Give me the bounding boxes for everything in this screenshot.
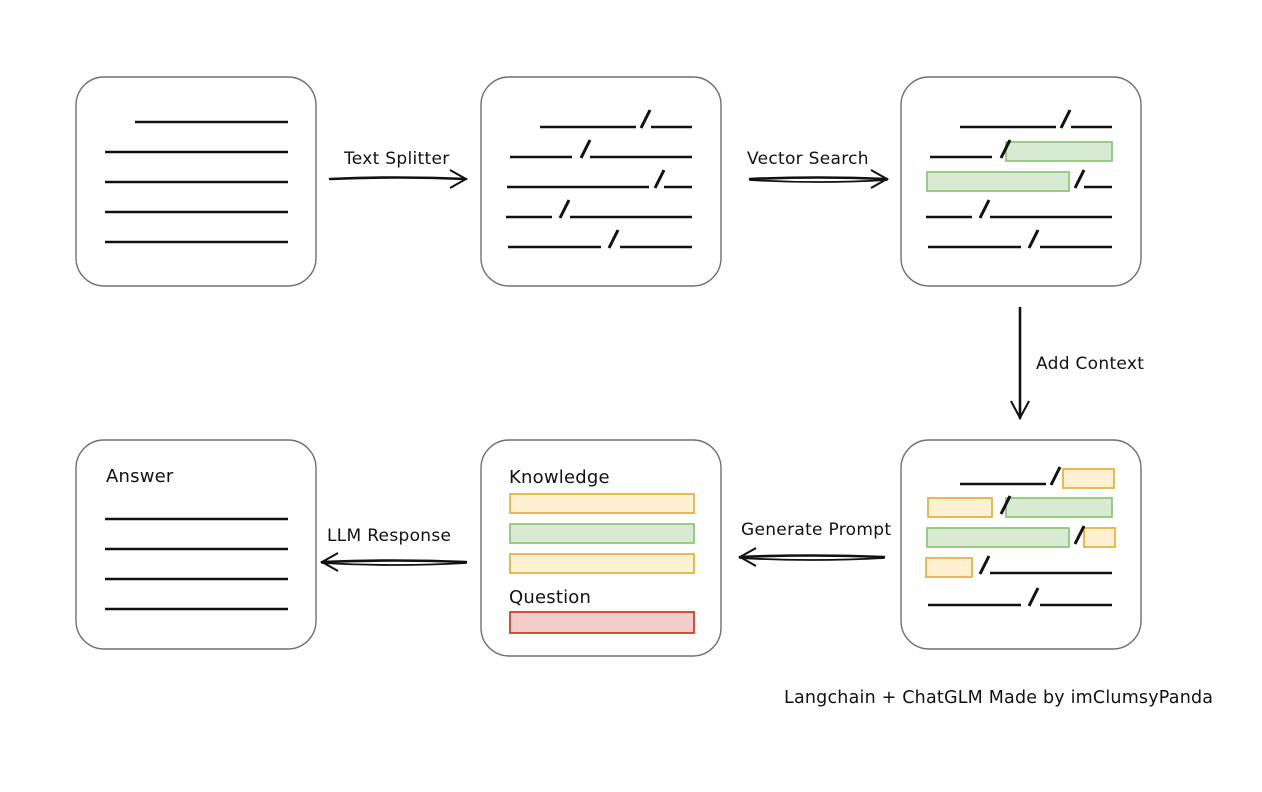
context-added-row-2-green-chunk — [1005, 497, 1113, 518]
answer-box[interactable]: Answer — [75, 439, 317, 650]
knowledge-bar-2 — [509, 523, 695, 544]
split-chunks-row-2 — [510, 139, 692, 159]
llm-response-shaft — [320, 559, 468, 564]
context-added-row-4 — [925, 555, 1112, 578]
vector-matches-box[interactable] — [900, 76, 1142, 287]
vector-matches-row-4 — [926, 199, 1112, 219]
split-chunks-row-3 — [507, 169, 692, 189]
split-chunks-box-frame — [480, 76, 722, 287]
split-chunks-row-3-slash — [653, 169, 666, 189]
llm-response-head — [319, 552, 339, 572]
vector-matches-row-3-green-chunk — [926, 171, 1070, 192]
context-added-row-5-slash — [1027, 587, 1040, 607]
context-added-row-4-slash — [978, 555, 991, 575]
context-added-row-2-yellow-chunk — [927, 497, 993, 518]
context-added-row-3 — [926, 525, 1116, 548]
vector-search-head — [870, 169, 890, 189]
knowledge-heading: Knowledge — [509, 467, 610, 488]
edge-text-splitter: Text Splitter — [328, 149, 469, 189]
edge-llm-response: LLM Response — [319, 526, 468, 572]
split-chunks-row-5 — [508, 229, 692, 249]
vector-matches-row-5-slash — [1027, 229, 1040, 249]
context-added-row-2-slash — [999, 495, 1012, 515]
source-document-box[interactable] — [75, 76, 317, 287]
knowledge-bar-3 — [509, 553, 695, 574]
vector-matches-row-3 — [926, 169, 1112, 192]
llm-response-label: LLM Response — [327, 526, 451, 546]
context-added-row-2 — [927, 495, 1113, 518]
context-added-row-1-yellow-chunk — [1062, 468, 1115, 489]
generate-prompt-head — [737, 547, 757, 567]
text-splitter-head — [449, 169, 469, 189]
vector-matches-row-5 — [928, 229, 1112, 249]
split-chunks-row-5-slash — [607, 229, 620, 249]
context-added-row-3-slash — [1073, 525, 1086, 545]
context-added-row-4-yellow-chunk — [925, 557, 973, 578]
question-heading: Question — [509, 587, 591, 608]
text-splitter-shaft — [328, 176, 468, 181]
boxes-layer: Answer — [75, 76, 1142, 650]
edge-add-context: Add Context — [1010, 306, 1144, 421]
generate-prompt-shaft — [738, 554, 886, 559]
question-bar-1 — [509, 611, 695, 634]
context-added-row-5 — [928, 587, 1112, 607]
context-added-row-3-green-chunk — [926, 527, 1070, 548]
generate-prompt-label: Generate Prompt — [741, 520, 891, 540]
llm-response-shaft-2 — [321, 562, 467, 566]
split-chunks-row-1-slash — [639, 109, 652, 129]
vector-matches-row-2-slash — [999, 139, 1012, 159]
split-chunks-row-1 — [540, 109, 692, 129]
knowledge-bar-1 — [509, 493, 695, 514]
answer-heading: Answer — [106, 466, 174, 487]
split-chunks-row-4 — [506, 199, 692, 219]
add-context-label: Add Context — [1036, 354, 1144, 374]
footer-layer: Langchain + ChatGLM Made by imClumsyPand… — [784, 688, 1213, 708]
footer-credit: Langchain + ChatGLM Made by imClumsyPand… — [784, 688, 1213, 708]
edge-vector-search: Vector Search — [747, 149, 890, 189]
vector-matches-row-1 — [960, 109, 1112, 129]
text-splitter-label: Text Splitter — [343, 149, 450, 169]
split-chunks-row-4-slash — [558, 199, 571, 219]
vector-matches-row-4-slash — [978, 199, 991, 219]
context-added-row-3-yellow-chunk — [1083, 527, 1116, 548]
vector-matches-row-2 — [930, 139, 1113, 162]
vector-matches-row-3-slash — [1073, 169, 1086, 189]
edge-generate-prompt: Generate Prompt — [737, 520, 891, 567]
vector-search-shaft-2 — [749, 179, 888, 183]
add-context-head — [1010, 400, 1030, 421]
vector-search-shaft — [748, 176, 889, 181]
vector-search-label: Vector Search — [747, 149, 869, 169]
answer-box-frame — [75, 439, 317, 650]
generate-prompt-shaft-2 — [739, 557, 885, 561]
context-added-row-1 — [960, 466, 1115, 489]
context-added-box[interactable] — [900, 439, 1142, 650]
vector-matches-row-1-slash — [1059, 109, 1072, 129]
split-chunks-row-2-slash — [579, 139, 592, 159]
split-chunks-box[interactable] — [480, 76, 722, 287]
vector-matches-row-2-green-chunk — [1005, 141, 1113, 162]
context-added-row-1-slash — [1049, 466, 1062, 486]
